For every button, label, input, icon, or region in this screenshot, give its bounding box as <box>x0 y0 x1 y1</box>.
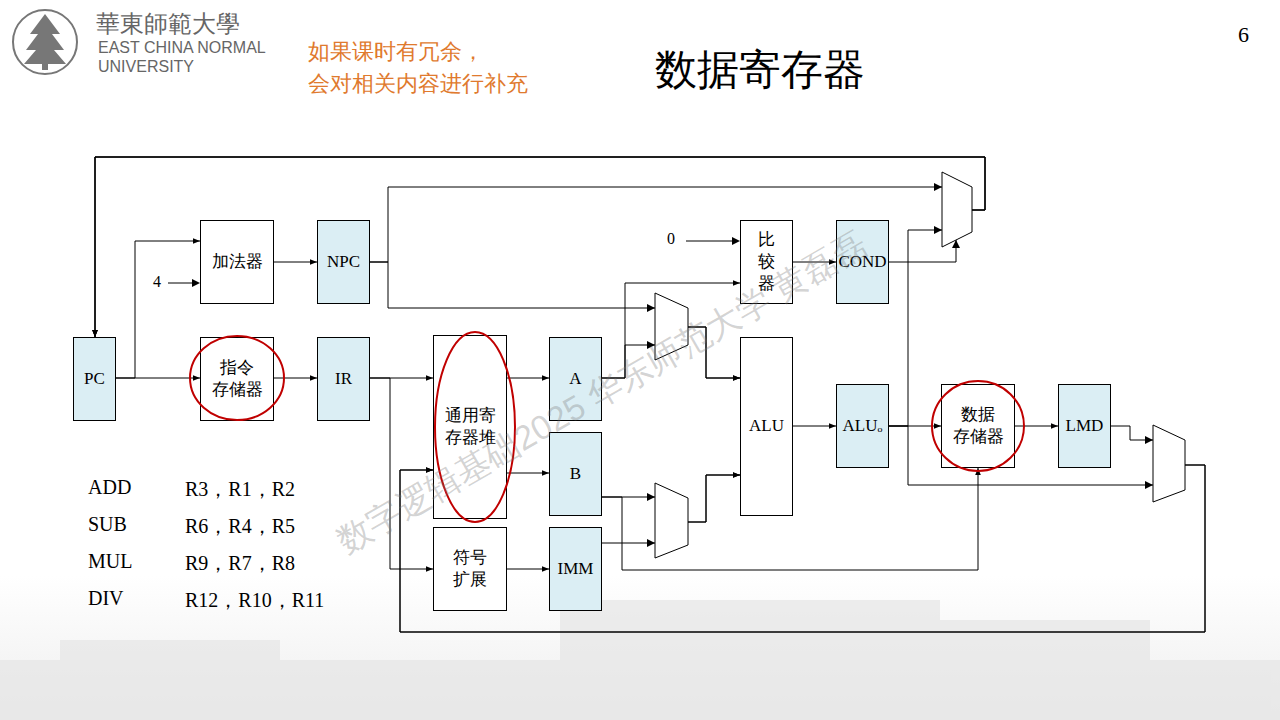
multiplexer <box>942 172 972 247</box>
node-label: IR <box>335 368 352 390</box>
memory-box: 指令 存储器 <box>200 337 274 421</box>
register-box: PC <box>73 337 116 421</box>
node-label: 比 较 器 <box>757 229 777 295</box>
node-label: LMD <box>1066 415 1104 437</box>
node-label: ALU <box>749 415 784 437</box>
watermark: 数字逻辑基础2025 华东师范大学 黄磊磊 <box>329 222 876 564</box>
logo-text: 華東師範大學 <box>96 8 240 40</box>
alu-box: ALU <box>740 337 793 516</box>
connector <box>889 426 941 427</box>
node-label: IMM <box>558 558 594 580</box>
connector <box>602 327 740 378</box>
note-text: 如果课时有冗余， 会对相关内容进行补充 <box>308 36 608 100</box>
register-box: NPC <box>317 220 370 304</box>
instruction-opcode: DIV <box>88 587 124 610</box>
connector <box>507 569 549 570</box>
register-box: B <box>549 432 602 516</box>
constant-input-arrow <box>192 237 740 287</box>
node-label: 加法器 <box>212 251 263 273</box>
connector <box>602 283 740 378</box>
page-number: 6 <box>1238 22 1249 48</box>
comparator-box: 比 较 器 <box>740 220 793 304</box>
instruction-opcode: MUL <box>88 550 132 573</box>
node-label: 指令 存储器 <box>209 357 265 401</box>
instruction-opcode: ADD <box>88 476 131 499</box>
register-box: LMD <box>1058 384 1111 468</box>
connector <box>602 475 740 522</box>
connector <box>793 262 836 263</box>
connector <box>95 157 985 337</box>
connector <box>507 378 549 379</box>
adder-box: 加法器 <box>200 220 274 304</box>
register-box: ALUₒ <box>836 384 889 468</box>
register-box: IMM <box>549 527 602 611</box>
connector <box>370 378 433 379</box>
highlight-ellipse <box>190 332 1024 522</box>
multiplexer <box>655 293 688 360</box>
register-box: COND <box>836 220 889 304</box>
constant-input: 4 <box>153 273 161 291</box>
node-label: A <box>569 368 581 390</box>
connector <box>116 241 200 378</box>
register-file-box: 通用寄 存器堆 <box>433 335 507 519</box>
node-label: 通用寄 存器堆 <box>440 405 500 449</box>
university-logo <box>13 10 77 74</box>
mux-input-arrows <box>647 183 1153 547</box>
instruction-operands: R3，R1，R2 <box>185 476 295 503</box>
node-label: PC <box>84 368 105 390</box>
instruction-operands: R12，R10，R11 <box>185 587 324 614</box>
slide-title: 数据寄存器 <box>655 42 865 98</box>
connector <box>95 157 985 337</box>
constant-input: 0 <box>667 230 675 248</box>
connector <box>1015 426 1058 427</box>
node-label: 符号 扩展 <box>445 547 495 591</box>
node-label: NPC <box>327 251 360 273</box>
connector <box>274 262 317 263</box>
register-box: A <box>549 337 602 421</box>
node-label: 数据 存储器 <box>950 404 1006 448</box>
node-label: ALUₒ <box>843 415 883 437</box>
connector <box>507 473 549 474</box>
node-label: B <box>570 463 581 485</box>
instruction-opcode: SUB <box>88 513 127 536</box>
node-label: COND <box>838 251 886 273</box>
instruction-operands: R9，R7，R8 <box>185 550 295 577</box>
sign-extend-box: 符号 扩展 <box>433 527 507 611</box>
campus-silhouette <box>0 600 1280 720</box>
connector <box>602 475 740 543</box>
connector <box>370 378 433 569</box>
memory-box: 数据 存储器 <box>941 384 1015 468</box>
multiplexer <box>655 172 1185 558</box>
connector <box>793 426 836 427</box>
multiplexer <box>655 483 688 558</box>
connector <box>274 378 317 379</box>
multiplexer <box>1153 425 1185 502</box>
logo-text: EAST CHINA NORMAL UNIVERSITY <box>98 38 303 76</box>
connector <box>116 378 200 379</box>
register-box: IR <box>317 337 370 421</box>
instruction-operands: R6，R4，R5 <box>185 513 295 540</box>
